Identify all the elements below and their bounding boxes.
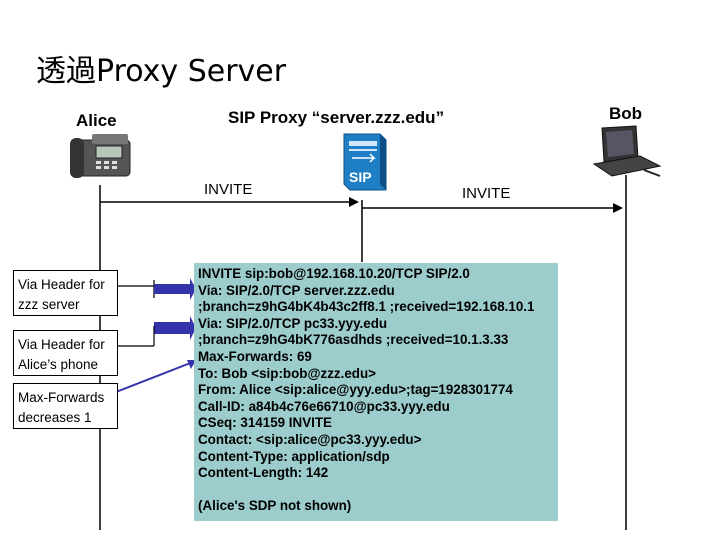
actor-bob-label: Bob xyxy=(609,104,643,123)
sip-line-content-length: Content-Length: 142 xyxy=(198,465,329,481)
note-via-zzz-server: Via Header for zzz server xyxy=(13,270,118,316)
sip-line-via-server-params: ;branch=z9hG4bK4b43c2ff8.1 ;received=192… xyxy=(198,299,535,315)
note-max-forwards: Max-Forwards decreases 1 xyxy=(13,383,118,429)
sip-line-from: From: Alice <sip:alice@yyy.edu>;tag=1928… xyxy=(198,382,513,398)
actor-alice-label: Alice xyxy=(76,111,117,130)
sip-message-footer: (Alice's SDP not shown) xyxy=(198,497,352,513)
sip-invite-message-box: INVITE sip:bob@192.168.10.20/TCP SIP/2.0… xyxy=(194,263,558,521)
sip-line-cseq: CSeq: 314159 INVITE xyxy=(198,415,332,431)
note-line: Alice’s phone xyxy=(18,357,99,372)
sip-line-via-server: Via: SIP/2.0/TCP server.zzz.edu xyxy=(198,282,395,298)
sip-line-max-forwards: Max-Forwards: 69 xyxy=(198,348,312,364)
note-line: zzz server xyxy=(18,297,80,312)
laptop-icon xyxy=(592,125,662,177)
sip-line-request: INVITE sip:bob@192.168.10.20/TCP SIP/2.0 xyxy=(198,266,470,281)
proxy-icon-label: SIP xyxy=(349,169,372,185)
sip-line-to: To: Bob <sip:bob@zzz.edu> xyxy=(198,365,376,381)
proxy-server-icon: SIP xyxy=(343,133,387,191)
sip-line-contact: Contact: <sip:alice@pc33.yyy.edu> xyxy=(198,431,422,447)
note-connectors xyxy=(115,278,196,393)
note-via-alice-phone: Via Header for Alice’s phone xyxy=(13,330,118,376)
sip-line-via-pc-params: ;branch=z9hG4bK776asdhds ;received=10.1.… xyxy=(198,332,509,348)
note-line: decreases 1 xyxy=(18,410,92,425)
phone-icon xyxy=(70,134,131,178)
sip-line-content-type: Content-Type: application/sdp xyxy=(198,448,390,464)
invite-label-proxy-to-bob: INVITE xyxy=(462,185,511,202)
actor-proxy-label: SIP Proxy “server.zzz.edu” xyxy=(228,108,445,127)
sip-line-via-pc: Via: SIP/2.0/TCP pc33.yyy.edu xyxy=(198,315,388,331)
page-title: 透過Proxy Server xyxy=(36,54,287,89)
note-line: Via Header for xyxy=(18,337,105,352)
note-line: Via Header for xyxy=(18,277,105,292)
note-line: Max-Forwards xyxy=(18,390,105,405)
invite-label-alice-to-proxy: INVITE xyxy=(204,181,253,198)
sip-line-call-id: Call-ID: a84b4c76e66710@pc33.yyy.edu xyxy=(198,398,450,414)
